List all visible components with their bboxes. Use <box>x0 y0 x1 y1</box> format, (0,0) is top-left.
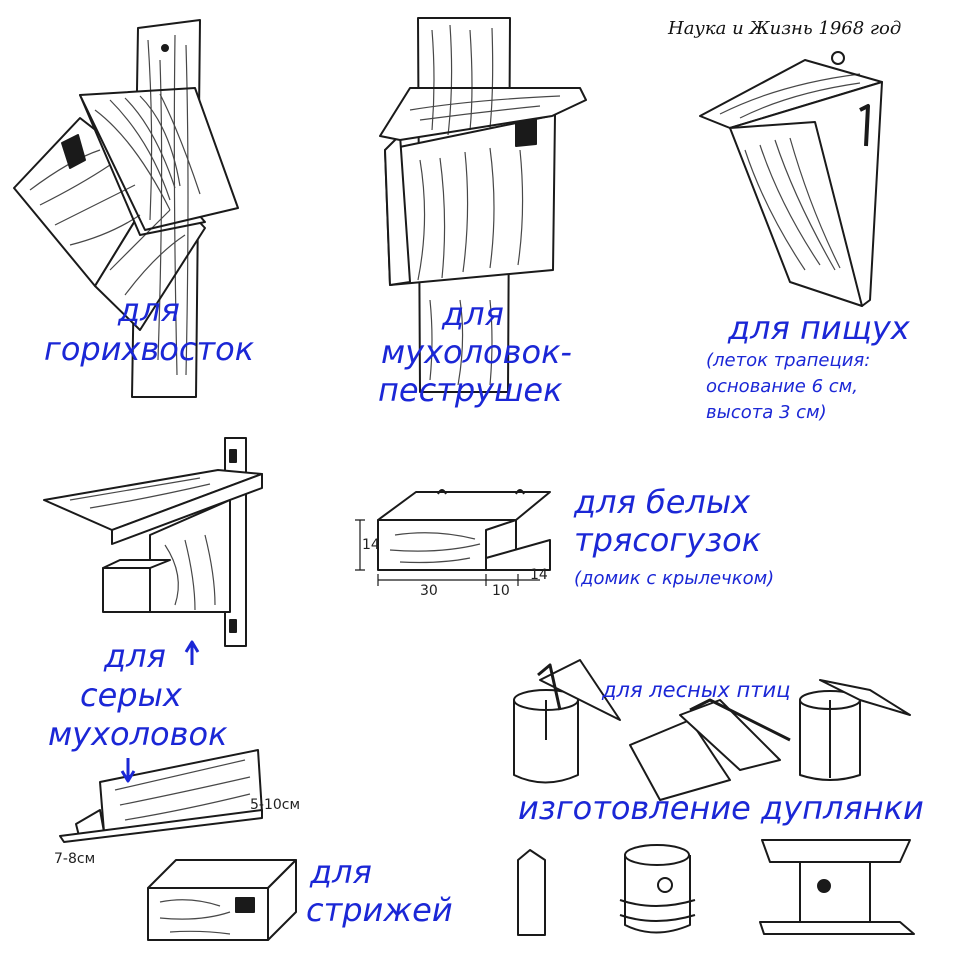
treecreeper-note-line3: высота 3 см) <box>706 402 827 423</box>
pied-flycatcher-birdhouse-drawing <box>379 17 587 393</box>
swift-birdhouse-drawing <box>147 859 297 941</box>
forest-birds-label: для лесных птиц <box>602 678 791 702</box>
redstart-birdhouse-drawing <box>13 19 239 398</box>
wagtail-label-line2: трясогузок <box>574 521 762 559</box>
hollow-making-drawings <box>513 659 915 936</box>
redstart-label-line1: для <box>118 291 180 329</box>
spotted-flycatcher-label-line3: мухоловок <box>48 715 228 753</box>
open-shelf-drawing <box>59 749 263 843</box>
shelf-height-dim: 5-10см <box>250 797 301 813</box>
source-credit: Наука и Жизнь 1968 год <box>668 18 902 39</box>
treecreeper-label: для пищух <box>728 309 910 347</box>
wagtail-porch-dim: 10 <box>492 583 510 599</box>
arrow-down-icon <box>120 758 136 783</box>
pied-flycatcher-label-line1: для <box>442 295 504 333</box>
wagtail-height-dim: 14 <box>362 537 380 553</box>
treecreeper-note-line2: основание 6 см, <box>706 376 858 397</box>
wagtail-label-line1: для белых <box>574 483 751 521</box>
wagtail-length-dim: 30 <box>420 583 438 599</box>
spotted-flycatcher-label-line2: серых <box>80 676 182 714</box>
shelf-depth-dim: 7-8см <box>54 851 96 867</box>
treecreeper-note-line1: (леток трапеция: <box>706 350 871 371</box>
pied-flycatcher-label-line2: мухоловок- <box>381 333 572 371</box>
wagtail-birdhouse-drawing <box>355 489 551 586</box>
swift-label-line2: стрижей <box>306 891 453 929</box>
wagtail-note: (домик с крылечком) <box>574 568 775 589</box>
wagtail-porch-height-dim: 14 <box>530 567 548 583</box>
treecreeper-birdhouse-drawing <box>699 51 883 307</box>
swift-label-line1: для <box>310 853 372 891</box>
spotted-flycatcher-label-line1: для <box>104 637 166 675</box>
redstart-label-line2: горихвосток <box>44 330 255 368</box>
pied-flycatcher-label-line3: пеструшек <box>378 371 563 409</box>
arrow-up-icon <box>184 640 200 665</box>
hollow-making-label: изготовление дуплянки <box>518 789 924 827</box>
spotted-flycatcher-birdhouse-drawing <box>43 437 263 647</box>
